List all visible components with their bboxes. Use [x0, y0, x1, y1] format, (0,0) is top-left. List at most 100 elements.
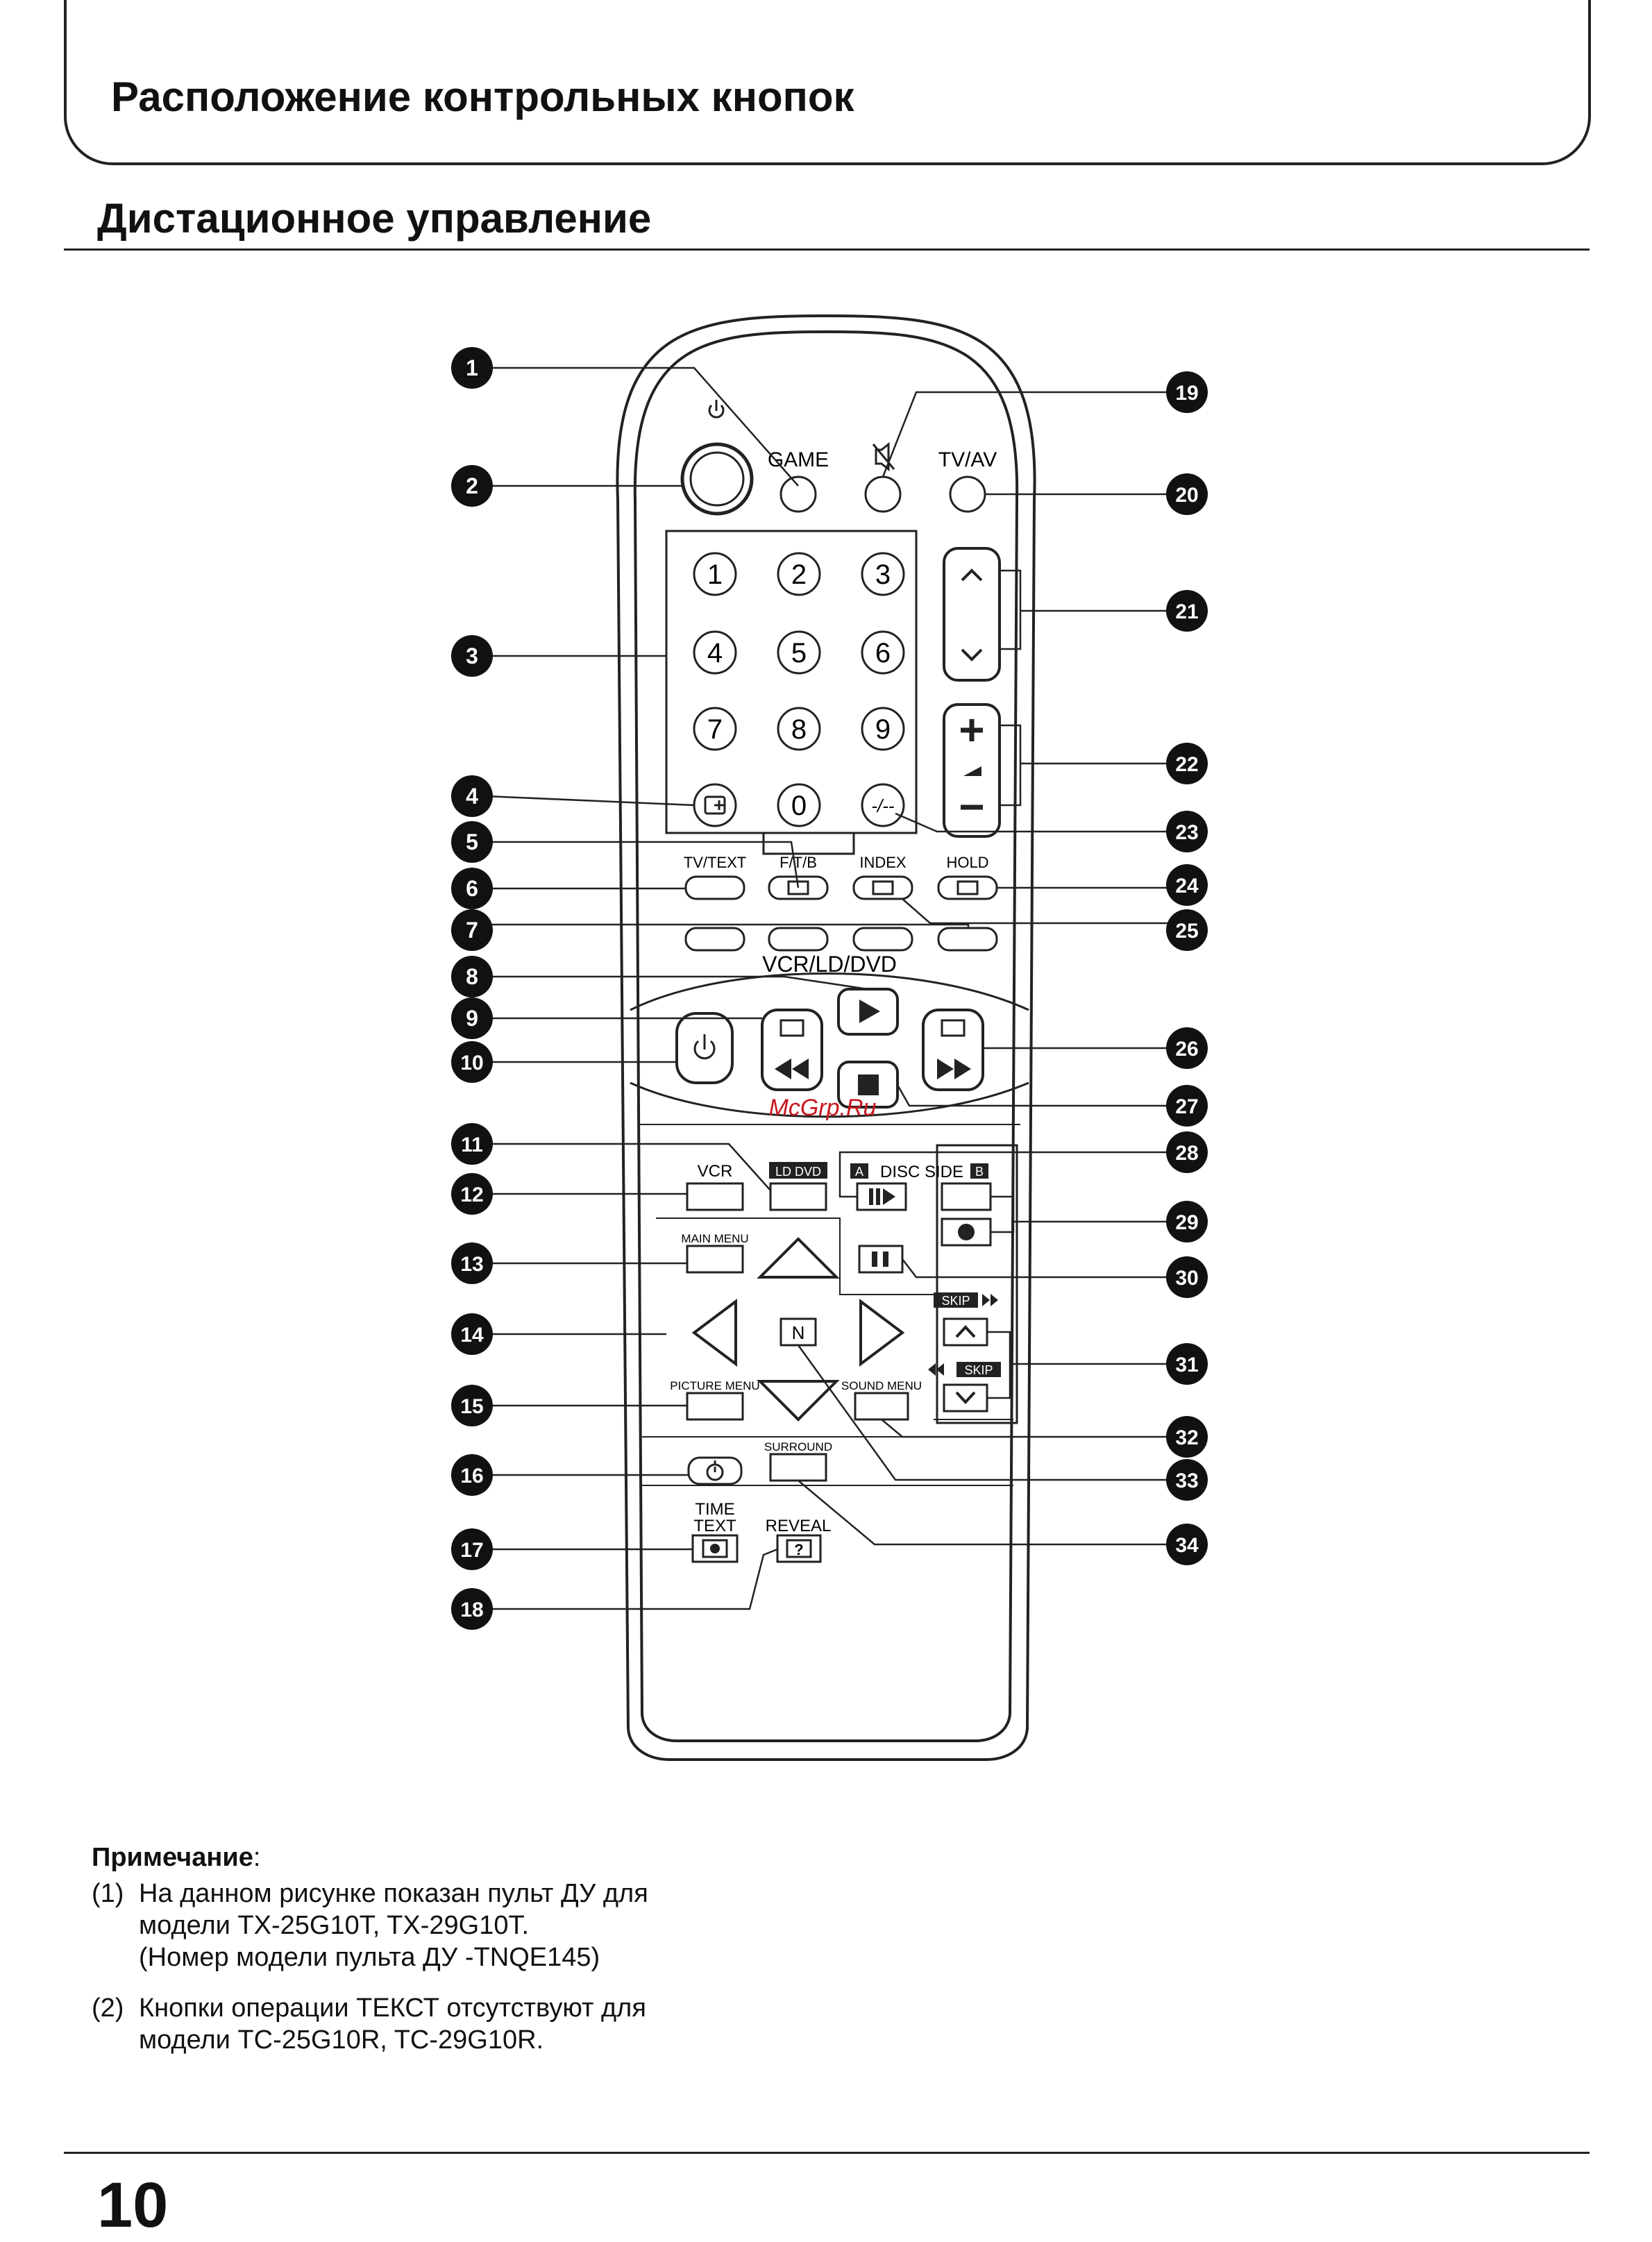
- callout-number: 5: [466, 829, 478, 854]
- tv-av-label: TV/AV: [938, 448, 997, 471]
- yellow-button[interactable]: [852, 927, 913, 952]
- main-menu-button[interactable]: [686, 1245, 744, 1274]
- callout-number: 22: [1175, 753, 1198, 776]
- index-label: INDEX: [859, 854, 907, 871]
- skip-up-button[interactable]: [943, 1317, 988, 1347]
- callout-4: 4: [451, 775, 493, 817]
- reveal-glyph: ?: [794, 1541, 803, 1558]
- digit-3-button[interactable]: [861, 552, 905, 596]
- main-menu-label: MAIN MENU: [681, 1232, 748, 1245]
- callout-2: 2: [451, 465, 493, 507]
- note-item: (2) Кнопки операции ТЕКСТ отсутствуют дл…: [92, 1992, 646, 2056]
- red-button[interactable]: [684, 927, 745, 952]
- watermark: McGrp.Ru: [769, 1095, 877, 1121]
- up-arrow-button[interactable]: [757, 1237, 840, 1279]
- note-line: модели TX-25G10T, TX-29G10T.: [139, 1911, 530, 1940]
- callout-number: 9: [466, 1006, 478, 1031]
- callout-number: 33: [1175, 1469, 1198, 1492]
- callout-21: 21: [1166, 590, 1208, 632]
- digit-5-button[interactable]: [777, 630, 821, 675]
- off-timer-button[interactable]: [687, 1456, 743, 1485]
- rewind-button[interactable]: [761, 1009, 823, 1091]
- digit-0-button[interactable]: [777, 783, 821, 827]
- callout-15: 15: [451, 1385, 493, 1426]
- digit-4-button[interactable]: [693, 630, 737, 675]
- sound-menu-label: SOUND MENU: [841, 1379, 922, 1392]
- left-arrow-button[interactable]: [691, 1299, 737, 1367]
- channel-up-icon: [961, 568, 983, 582]
- timer-icon: [706, 1460, 724, 1481]
- hold-button[interactable]: [937, 875, 998, 900]
- green-button[interactable]: [768, 927, 829, 952]
- surround-label: SURROUND: [764, 1440, 832, 1453]
- time-label: TIME: [695, 1500, 734, 1519]
- digit-9-button[interactable]: [861, 707, 905, 751]
- time-text-icon: [702, 1539, 728, 1558]
- picture-menu-button[interactable]: [686, 1392, 744, 1421]
- callout-16: 16: [451, 1454, 493, 1496]
- dash-button[interactable]: [861, 783, 905, 827]
- callout-13: 13: [451, 1242, 493, 1284]
- callout-number: 25: [1175, 920, 1198, 943]
- pause-button[interactable]: [858, 1245, 904, 1274]
- digit-8-button[interactable]: [777, 707, 821, 751]
- skip-down-label: SKIP: [964, 1363, 993, 1377]
- skip-up-icon: [955, 1325, 976, 1338]
- ld-dvd-label: LD DVD: [775, 1165, 821, 1179]
- callout-26: 26: [1166, 1027, 1208, 1069]
- callout-number: 14: [460, 1324, 484, 1347]
- ftb-label: F/T/B: [779, 854, 817, 871]
- callout-3: 3: [451, 635, 493, 677]
- ftb-icon: [787, 880, 809, 895]
- callout-number: 34: [1175, 1534, 1199, 1557]
- fast-forward-icon: [937, 1059, 971, 1079]
- power-button[interactable]: [680, 442, 754, 516]
- callout-number: 32: [1175, 1426, 1198, 1449]
- blue-button[interactable]: [937, 927, 998, 952]
- callout-number: 28: [1175, 1142, 1198, 1165]
- ftb-button[interactable]: [768, 875, 829, 900]
- note-line: На данном рисунке показан пульт ДУ для: [139, 1879, 648, 1908]
- fast-forward-button[interactable]: [922, 1009, 984, 1091]
- note-item: (1) На данном рисунке показан пульт ДУ д…: [92, 1878, 648, 1973]
- skip-up-badge: [934, 1292, 978, 1308]
- display-icon: [704, 795, 726, 815]
- digit-2-button[interactable]: [777, 552, 821, 596]
- hold-icon: [956, 880, 979, 895]
- vcr-button[interactable]: [686, 1182, 744, 1211]
- digit-7-button[interactable]: [693, 707, 737, 751]
- digit-1-button[interactable]: [693, 552, 737, 596]
- tv-text-button[interactable]: [684, 875, 745, 900]
- skip-up-label: SKIP: [941, 1294, 970, 1308]
- game-button[interactable]: [779, 475, 817, 513]
- stop-button[interactable]: [837, 1061, 899, 1109]
- mute-button[interactable]: [864, 475, 902, 513]
- volume-rocker[interactable]: [943, 703, 1001, 838]
- ld-dvd-button[interactable]: [769, 1182, 827, 1211]
- callout-number: 16: [460, 1465, 483, 1487]
- tv-av-button[interactable]: [949, 475, 986, 513]
- down-arrow-button[interactable]: [757, 1380, 840, 1422]
- vcr-power-button[interactable]: [675, 1012, 734, 1084]
- disc-side-b-button[interactable]: [941, 1182, 992, 1211]
- callout-33: 33: [1166, 1459, 1208, 1501]
- surround-button[interactable]: [769, 1453, 827, 1482]
- rewind-mini-icon: [779, 1019, 804, 1037]
- skip-back-icon: [928, 1363, 944, 1376]
- index-button[interactable]: [852, 875, 913, 900]
- callout-19: 19: [1166, 371, 1208, 413]
- callout-20: 20: [1166, 473, 1208, 515]
- side-b-badge: [970, 1163, 988, 1179]
- text-keys: [684, 875, 998, 900]
- callout-25: 25: [1166, 909, 1208, 951]
- right-arrow-button[interactable]: [859, 1299, 905, 1367]
- skip-down-button[interactable]: [943, 1383, 988, 1413]
- channel-rocker[interactable]: [943, 547, 1001, 682]
- disc-side-a-button[interactable]: [856, 1182, 907, 1211]
- play-button[interactable]: [837, 988, 899, 1036]
- callout-number: 18: [460, 1599, 483, 1621]
- sound-menu-button[interactable]: [854, 1392, 909, 1421]
- callout-number: 27: [1175, 1095, 1198, 1118]
- digit-6-button[interactable]: [861, 630, 905, 675]
- reveal-button[interactable]: [776, 1534, 822, 1563]
